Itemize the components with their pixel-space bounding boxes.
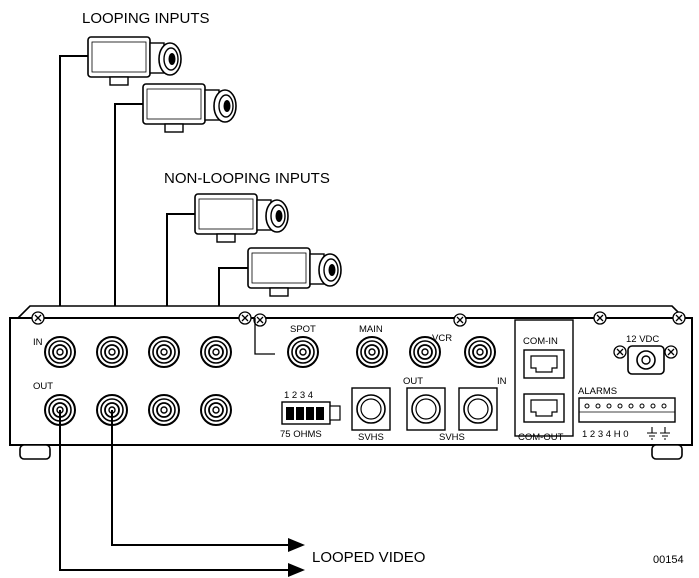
in-label: IN [33,337,43,348]
bnc-connector-icon[interactable] [148,336,180,368]
terminal-block-icon[interactable] [578,397,676,423]
camera-cable [114,103,143,330]
looped-video-cable [111,410,290,546]
svhs-connector[interactable] [406,387,446,431]
looped-video-cable [59,410,290,571]
screw-icon [238,311,252,325]
camera-icon [87,36,182,86]
alarm-pins-label: 1 2 3 4 H 0 [582,429,628,440]
figure-id: 00154 [653,554,684,566]
dip-switch-icon[interactable] [281,401,341,425]
bnc-connector-icon[interactable] [287,336,319,368]
camera-cable [59,55,88,330]
bnc-connector-icon[interactable] [200,394,232,426]
bnc-connector-icon[interactable] [200,336,232,368]
bnc-connector-icon[interactable] [44,336,76,368]
looped-video-label: LOOPED VIDEO [312,549,425,566]
non-looping-inputs-label: NON-LOOPING INPUTS [164,170,330,187]
svhs-connector[interactable] [458,387,498,431]
bnc-connector-icon[interactable] [464,336,496,368]
camera-icon [142,83,237,133]
com-out-label: COM-OUT [518,432,564,443]
svhs-label: SVHS [439,432,465,443]
screw-icon [664,345,678,359]
vcr-label: VCR [432,333,452,344]
arrow-right-icon [288,563,305,577]
dc-jack-icon[interactable] [627,345,665,375]
bnc-connector-icon[interactable] [356,336,388,368]
bnc-connector-icon[interactable] [148,394,180,426]
vcr-in-label: IN [497,376,507,387]
screw-icon [31,311,45,325]
dip-ohms-label: 75 OHMS [280,429,322,440]
screw-icon [593,311,607,325]
rj45-port-icon[interactable] [523,349,565,379]
bnc-connector-icon[interactable] [96,336,128,368]
looping-inputs-label: LOOPING INPUTS [82,10,210,27]
screw-icon [253,313,267,327]
alarms-label: ALARMS [578,386,617,397]
dvr-chassis [9,305,693,460]
dip-numbers-label: 1 2 3 4 [284,390,313,401]
com-in-label: COM-IN [523,336,558,347]
svhs-label: SVHS [358,432,384,443]
power-label: 12 VDC [626,334,659,345]
arrow-right-icon [288,538,305,552]
screw-icon [672,311,686,325]
spot-label: SPOT [290,324,316,335]
bnc-connector-icon[interactable] [409,336,441,368]
screw-icon [613,345,627,359]
rj45-port-icon[interactable] [523,393,565,423]
screw-icon [453,313,467,327]
svhs-connector[interactable] [351,387,391,431]
camera-cable [166,213,195,330]
camera-icon [194,193,289,243]
camera-icon [247,247,342,297]
out-label: OUT [33,381,53,392]
vcr-out-label: OUT [403,376,423,387]
ground-icon [647,427,670,440]
main-label: MAIN [359,324,383,335]
